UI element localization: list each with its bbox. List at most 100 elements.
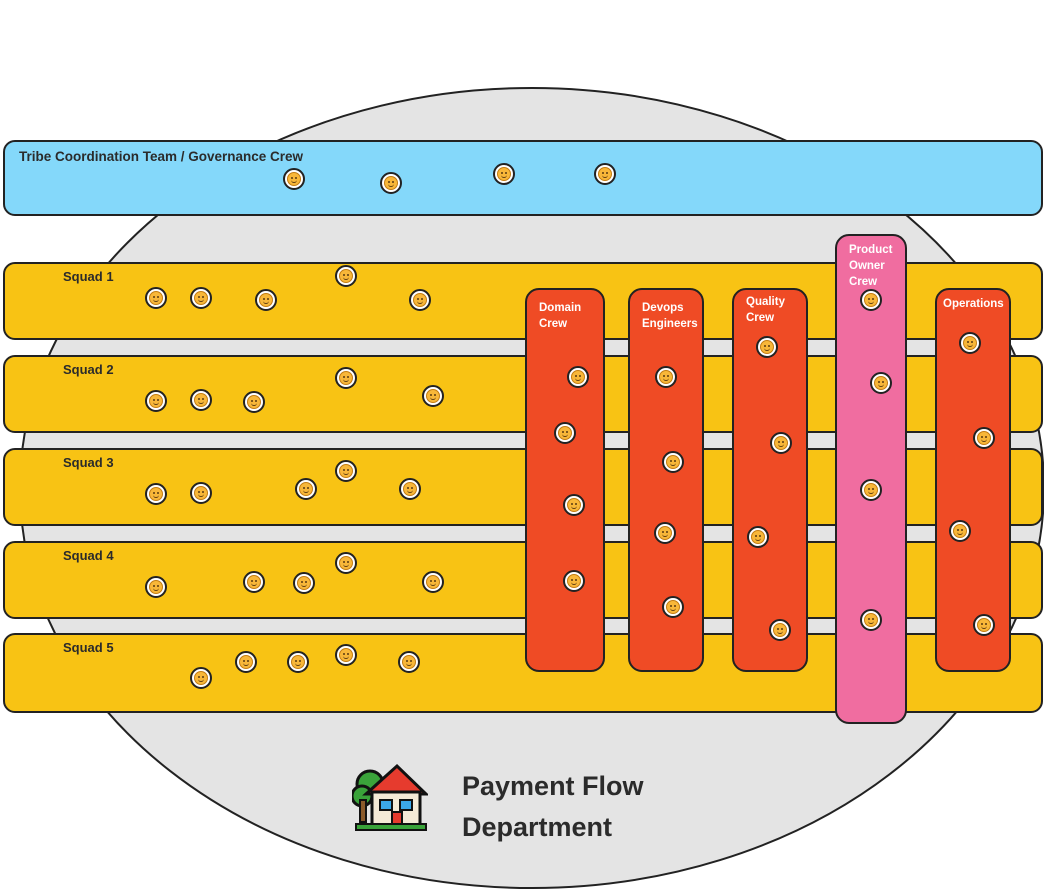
face-eye <box>295 660 297 662</box>
face-mouth <box>670 462 676 466</box>
crew-label-line: Product <box>849 244 893 256</box>
smiling-face-icon <box>860 479 882 501</box>
face-mouth <box>153 401 159 405</box>
face-mouth <box>777 630 783 634</box>
smiling-face-icon <box>770 432 792 454</box>
face-mouth <box>251 582 257 586</box>
face-eye <box>674 605 676 607</box>
face-mouth <box>343 471 349 475</box>
face-fill <box>297 576 311 590</box>
grinning-face-icon <box>493 163 515 185</box>
face-fill <box>977 618 991 632</box>
face-eye <box>343 469 345 471</box>
face-eye <box>882 381 884 383</box>
face-mouth <box>153 494 159 498</box>
face-mouth <box>571 505 577 509</box>
face-mouth <box>670 607 676 611</box>
smiling-face-icon <box>662 596 684 618</box>
face-eye <box>957 529 959 531</box>
face-eye <box>251 400 253 402</box>
face-mouth <box>343 276 349 280</box>
face-eye <box>501 172 503 174</box>
squad-label: Squad 1 <box>63 269 114 284</box>
face-fill <box>598 167 612 181</box>
face-mouth <box>778 443 784 447</box>
face-mouth <box>562 433 568 437</box>
face-fill <box>497 167 511 181</box>
face-eye <box>198 398 200 400</box>
face-eye <box>347 376 349 378</box>
smiling-face-icon <box>295 478 317 500</box>
face-eye <box>157 399 159 401</box>
face-eye <box>305 581 307 583</box>
face-eye <box>562 431 564 433</box>
face-fill <box>339 556 353 570</box>
face-fill <box>426 575 440 589</box>
face-fill <box>658 526 672 540</box>
smiling-face-icon <box>399 478 421 500</box>
face-mouth <box>343 378 349 382</box>
department-title-line: Payment Flow <box>462 771 644 801</box>
face-eye <box>255 400 257 402</box>
face-eye <box>434 580 436 582</box>
face-eye <box>307 487 309 489</box>
face-fill <box>402 655 416 669</box>
face-fill <box>774 436 788 450</box>
face-eye <box>247 660 249 662</box>
smiling-face-icon <box>949 520 971 542</box>
face-eye <box>411 487 413 489</box>
face-fill <box>659 370 673 384</box>
face-eye <box>670 605 672 607</box>
face-fill <box>149 487 163 501</box>
grinning-face-icon <box>145 390 167 412</box>
crew-label-line: Quality <box>746 296 785 308</box>
face-fill <box>299 482 313 496</box>
face-mouth <box>153 298 159 302</box>
face-eye <box>674 460 676 462</box>
face-fill <box>874 376 888 390</box>
face-fill <box>339 648 353 662</box>
face-fill <box>567 574 581 588</box>
face-mouth <box>981 438 987 442</box>
face-eye <box>347 561 349 563</box>
crew-label-line: Operations <box>943 298 1004 310</box>
face-mouth <box>243 662 249 666</box>
smiling-face-icon <box>769 619 791 641</box>
face-mouth <box>407 489 413 493</box>
face-eye <box>347 653 349 655</box>
face-fill <box>666 455 680 469</box>
smiling-face-icon <box>422 385 444 407</box>
face-eye <box>868 298 870 300</box>
grinning-face-icon <box>145 287 167 309</box>
smiling-face-icon <box>409 289 431 311</box>
face-eye <box>759 535 761 537</box>
face-eye <box>878 381 880 383</box>
crew-label-line: Engineers <box>642 318 698 330</box>
face-eye <box>768 345 770 347</box>
face-mouth <box>878 383 884 387</box>
face-eye <box>392 181 394 183</box>
face-mouth <box>303 489 309 493</box>
face-eye <box>198 676 200 678</box>
face-mouth <box>868 620 874 624</box>
face-fill <box>194 671 208 685</box>
face-fill <box>149 291 163 305</box>
face-eye <box>781 628 783 630</box>
face-eye <box>299 660 301 662</box>
face-eye <box>778 441 780 443</box>
face-eye <box>579 375 581 377</box>
smiling-face-icon <box>563 494 585 516</box>
face-mouth <box>602 174 608 178</box>
face-eye <box>303 487 305 489</box>
squad-label: Squad 4 <box>63 548 114 563</box>
face-eye <box>202 491 204 493</box>
department-title: Payment Flow Department <box>462 766 644 848</box>
face-eye <box>981 436 983 438</box>
face-mouth <box>198 678 204 682</box>
face-mouth <box>417 300 423 304</box>
face-eye <box>407 487 409 489</box>
